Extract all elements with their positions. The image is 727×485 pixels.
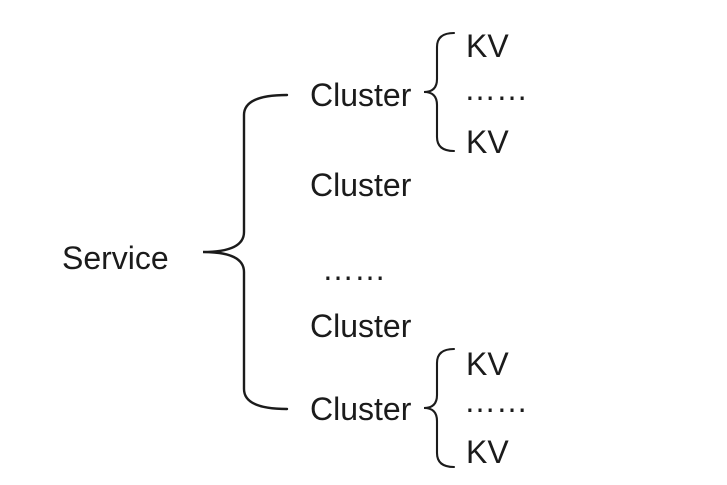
kv-node-label: KV <box>466 346 509 382</box>
kv-node-label: KV <box>466 28 509 64</box>
cluster-kv-brace-icon <box>421 31 457 153</box>
cluster-node-label: Cluster <box>310 308 412 344</box>
cluster-kv-brace-icon <box>421 347 457 469</box>
kv-ellipsis: …… <box>464 71 528 107</box>
cluster-node-label: Cluster <box>310 77 412 113</box>
service-node-label: Service <box>62 240 169 276</box>
cluster-node-label: Cluster <box>310 391 412 427</box>
kv-node-label: KV <box>466 434 509 470</box>
cluster-node-label: Cluster <box>310 167 412 203</box>
kv-ellipsis: …… <box>464 383 528 419</box>
service-brace-icon <box>200 93 290 411</box>
kv-node-label: KV <box>466 124 509 160</box>
clusters-ellipsis: …… <box>322 251 386 287</box>
